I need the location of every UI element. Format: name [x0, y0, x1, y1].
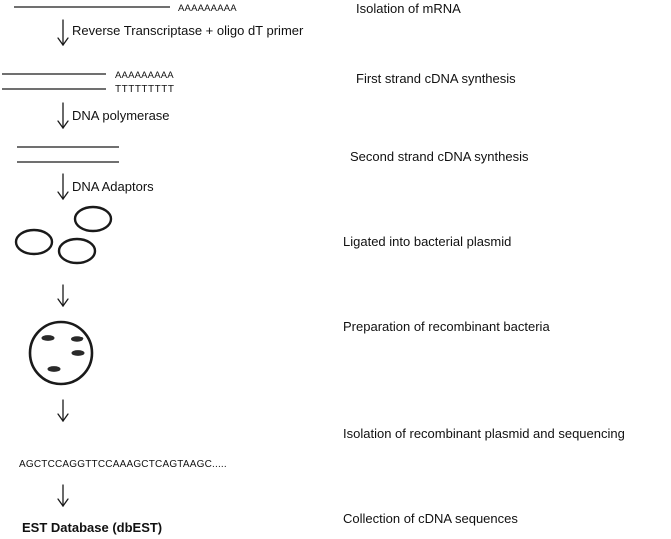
- oligo-dt-primer: TTTTTTTTT: [115, 84, 175, 95]
- arrow-down-icon: [57, 19, 69, 47]
- mrna-polya-tail: AAAAAAAAA: [178, 3, 237, 14]
- plasmid-ring: [73, 205, 113, 233]
- bacterium-cell: [28, 320, 94, 386]
- first-strand-polya-tail: AAAAAAAAA: [115, 70, 174, 81]
- stage-label-plasmid-sequencing: Isolation of recombinant plasmid and seq…: [343, 426, 625, 441]
- step-reagent-dna-adaptors: DNA Adaptors: [72, 179, 154, 194]
- stage-label-isolation-mrna: Isolation of mRNA: [356, 1, 461, 16]
- plasmid-ring: [14, 228, 54, 256]
- plasmid-insert: [47, 366, 61, 372]
- plasmid-ring: [57, 237, 97, 265]
- arrow-down-icon: [57, 173, 69, 201]
- arrow-down-icon: [57, 284, 69, 308]
- sequence-read: AGCTCCAGGTTCCAAAGCTCAGTAAGC.....: [19, 459, 227, 470]
- stage-label-recombinant-bacteria: Preparation of recombinant bacteria: [343, 319, 550, 334]
- arrow-down-icon: [57, 484, 69, 508]
- arrow-down-icon: [57, 102, 69, 130]
- stage-label-second-strand: Second strand cDNA synthesis: [350, 149, 529, 164]
- plasmid-insert: [71, 336, 84, 342]
- est-database-label: EST Database (dbEST): [22, 520, 163, 535]
- step-reagent-dna-polymerase: DNA polymerase: [72, 108, 170, 123]
- arrow-down-icon: [57, 399, 69, 423]
- stage-label-collection: Collection of cDNA sequences: [343, 511, 518, 526]
- stage-label-first-strand: First strand cDNA synthesis: [356, 71, 516, 86]
- plasmid-insert: [71, 350, 85, 356]
- stage-label-ligation: Ligated into bacterial plasmid: [343, 234, 512, 249]
- plasmid-insert: [41, 335, 55, 341]
- step-reagent-reverse-transcriptase: Reverse Transcriptase + oligo dT primer: [72, 23, 304, 38]
